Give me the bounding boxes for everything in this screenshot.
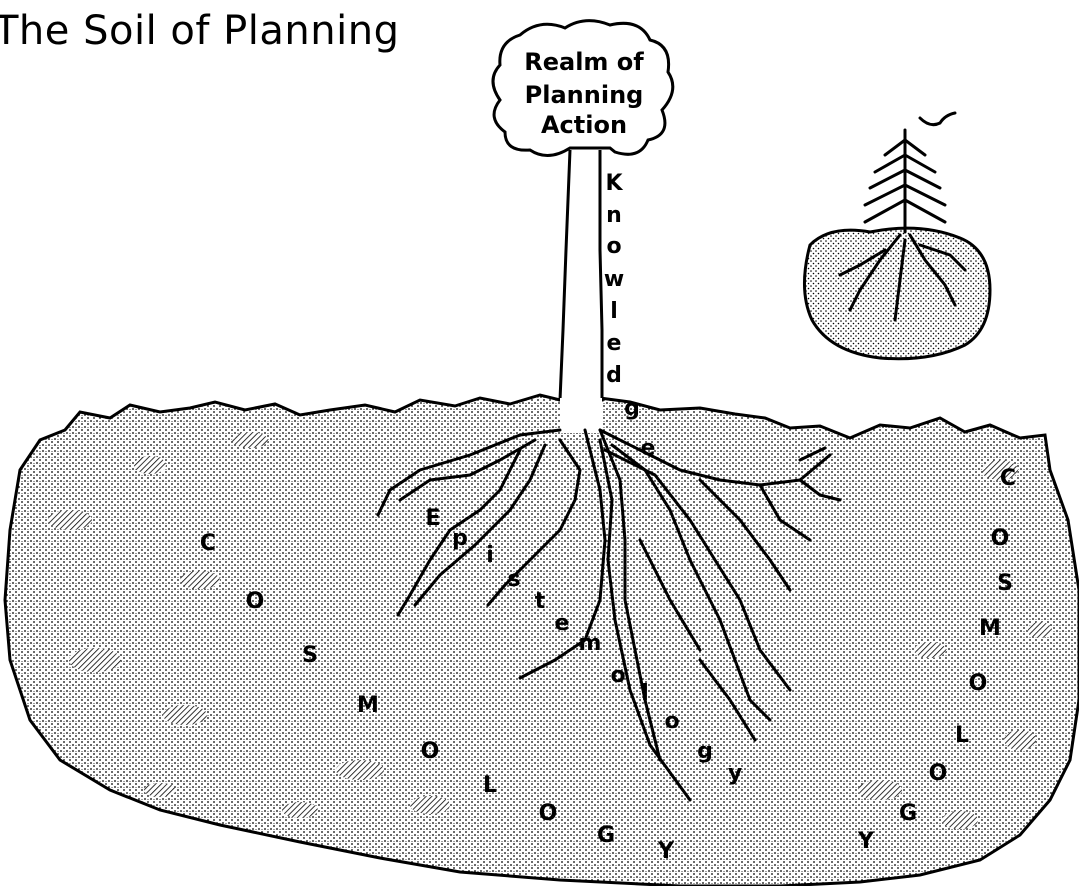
bird-icon <box>920 113 955 125</box>
root-letter-1: p <box>452 526 468 551</box>
trunk-letter-2: o <box>606 234 621 259</box>
soil-right-letter-0: C <box>1000 466 1016 491</box>
soil-right-letter-5: L <box>955 723 969 748</box>
soil-left-letter-8: Y <box>657 839 675 864</box>
root-letter-4: t <box>535 589 546 614</box>
soil-right-letter-2: S <box>997 571 1013 596</box>
soil-right-letter-4: O <box>969 671 988 696</box>
trunk-letter-5: e <box>607 331 622 356</box>
cloud-label-line3: Action <box>541 111 627 139</box>
soil-left-letter-0: C <box>200 531 216 556</box>
soil-left-letter-3: M <box>357 693 379 718</box>
root-letter-0: E <box>425 506 440 531</box>
trunk-letter-6: d <box>606 363 622 388</box>
soil-right-letter-6: O <box>929 761 948 786</box>
soil-left-letter-1: O <box>246 589 265 614</box>
root-letter-6: m <box>579 631 602 656</box>
soil-left-letter-5: L <box>483 773 497 798</box>
soil-right-letter-3: M <box>979 616 1001 641</box>
trunk <box>560 150 602 400</box>
soil-left-letter-4: O <box>421 739 440 764</box>
soil-left-letter-2: S <box>302 643 318 668</box>
trunk-letter-0: K <box>605 171 623 196</box>
root-letter-8: l <box>641 681 649 706</box>
root-letter-11: y <box>728 761 742 786</box>
root-letter-7: o <box>610 663 625 688</box>
root-letter-3: s <box>507 567 520 592</box>
cloud-label-line1: Realm of <box>524 48 644 76</box>
soil-right-letter-8: Y <box>857 829 875 854</box>
diagram-title: The Soil of Planning <box>0 8 400 54</box>
soil-right-letter-7: G <box>899 801 917 826</box>
soil-left-letter-6: O <box>539 801 558 826</box>
root-letter-9: o <box>664 709 679 734</box>
trunk-letter-4: l <box>610 299 618 324</box>
tree-icon <box>804 130 990 359</box>
trunk-letter-3: w <box>604 267 624 292</box>
trunk-letter-7: g <box>624 396 640 421</box>
soil-left-letter-7: G <box>597 823 615 848</box>
root-letter-10: g <box>697 739 713 764</box>
root-letter-5: e <box>555 611 570 636</box>
trunk-letter-1: n <box>606 203 622 228</box>
cloud-label-line2: Planning <box>525 81 644 109</box>
soil-right-letter-1: O <box>991 526 1010 551</box>
root-letter-2: i <box>486 543 494 568</box>
trunk-letter-8: e <box>641 436 656 461</box>
